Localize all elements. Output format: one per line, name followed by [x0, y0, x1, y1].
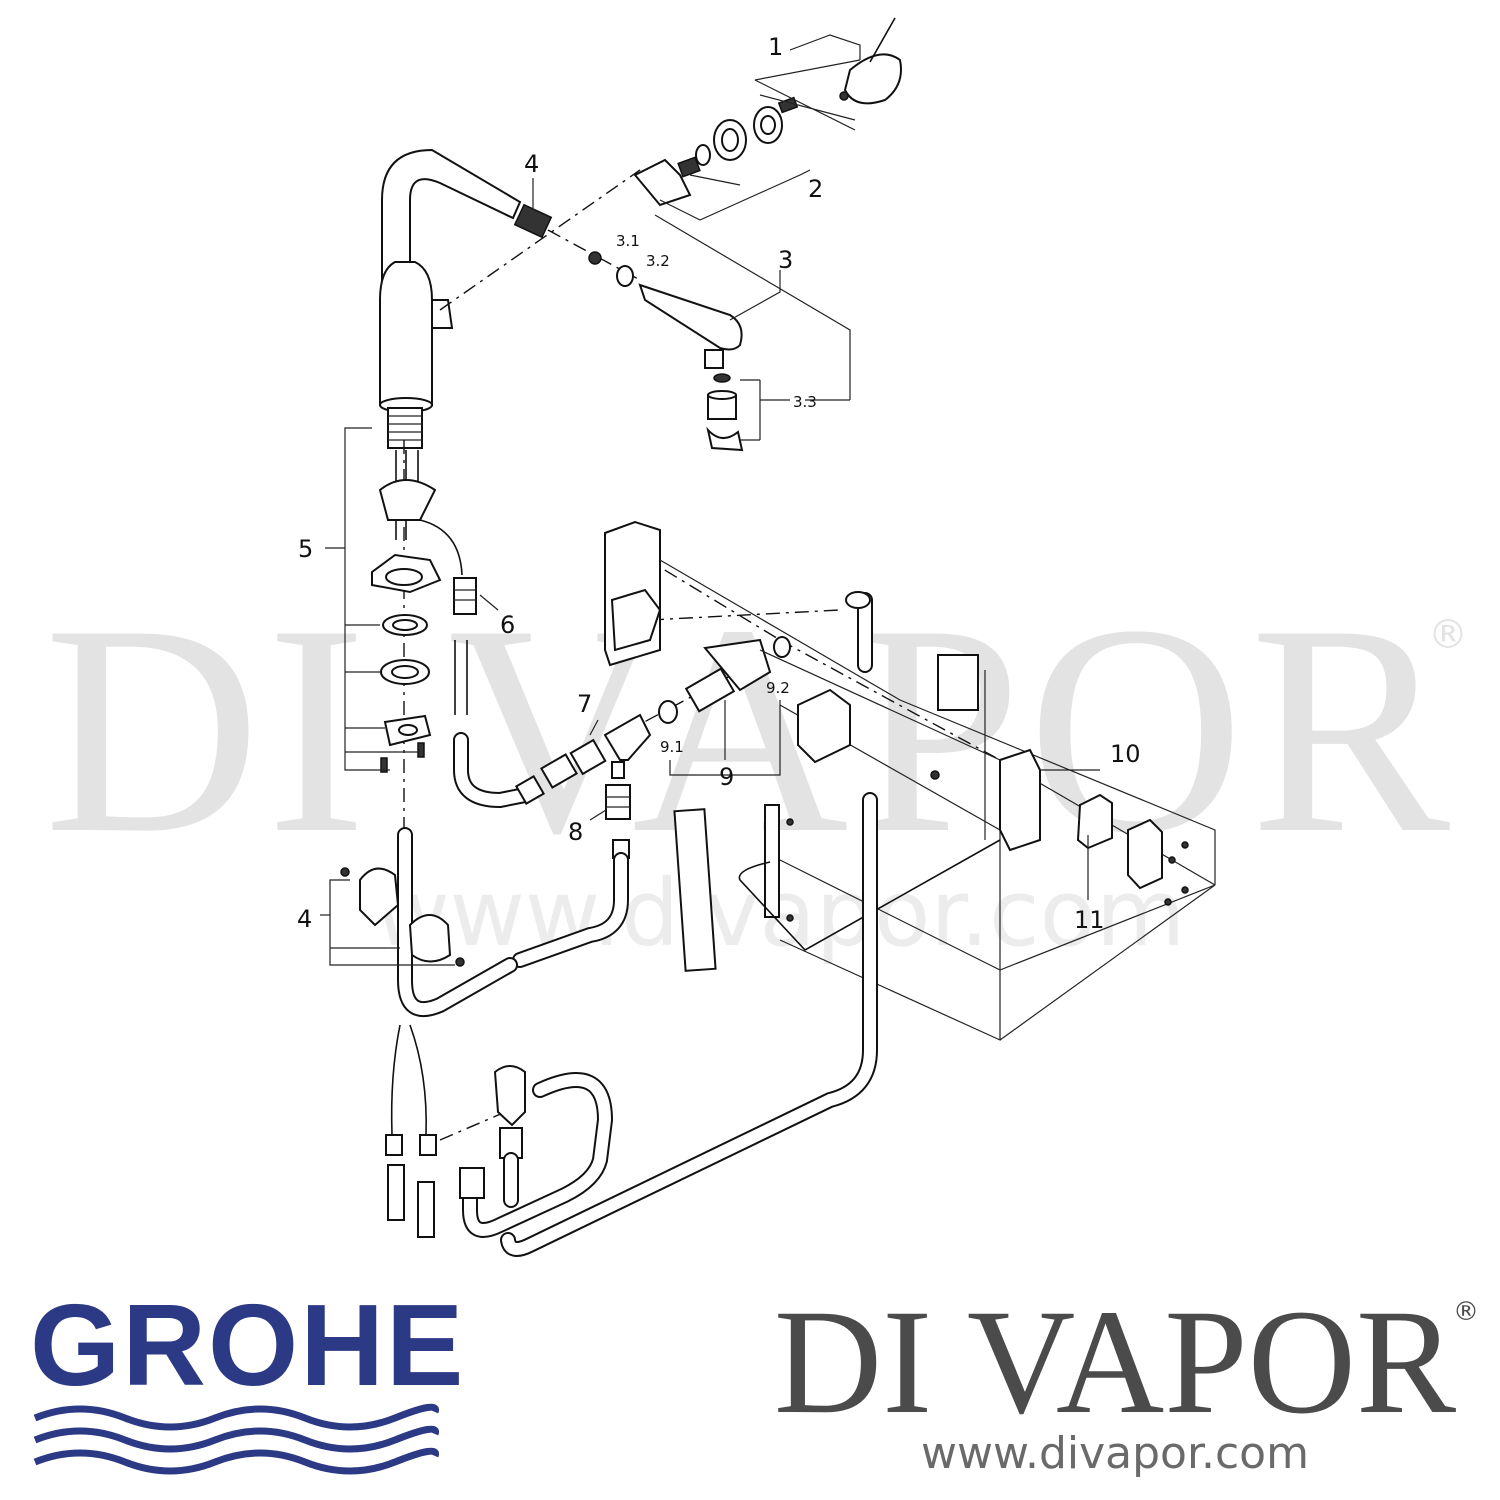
watermark-reg-mark: ®: [1428, 612, 1468, 658]
label-part-9-2: 9.2: [766, 679, 790, 697]
label-part-3-2: 3.2: [646, 252, 670, 270]
faucet-body: [379, 148, 553, 540]
label-part-3-3: 3.3: [793, 393, 817, 411]
supply-hoses-group: [385, 1024, 613, 1238]
watermark: DI VAPOR ® www.divapor.com: [44, 563, 1468, 967]
label-part-8: 8: [568, 818, 583, 846]
divapor-url: www.divapor.com: [921, 1428, 1309, 1479]
label-part-10: 10: [1110, 740, 1141, 768]
label-part-11: 11: [1074, 906, 1105, 934]
watermark-text: DI VAPOR: [44, 563, 1456, 895]
grohe-wave-1: [33, 1403, 439, 1431]
mounting-kit-group: [325, 427, 442, 773]
hose-connectors: [397, 519, 791, 1017]
hose-guide-group: [320, 867, 465, 967]
control-unit-group: [500, 520, 1216, 1257]
label-leaders: [479, 178, 607, 821]
label-part-2: 2: [808, 175, 823, 203]
divapor-logo: DI VAPOR ® www.divapor.com: [774, 1279, 1479, 1479]
label-part-5: 5: [298, 535, 313, 563]
label-part-9: 9: [719, 763, 734, 791]
label-part-4-top: 4: [524, 150, 539, 178]
label-part-7: 7: [577, 690, 592, 718]
grohe-wave-3: [33, 1447, 439, 1475]
handle-cartridge-group: [633, 17, 902, 221]
label-part-3: 3: [778, 246, 793, 274]
spray-head-group: [588, 214, 851, 452]
divapor-reg-mark: ®: [1453, 1297, 1479, 1327]
label-part-1: 1: [768, 33, 783, 61]
grohe-logo-text: GROHE: [30, 1280, 465, 1410]
label-part-3-1: 3.1: [616, 232, 640, 250]
grohe-logo: GROHE: [30, 1280, 465, 1475]
label-part-6: 6: [500, 611, 515, 639]
grohe-wave-2: [33, 1425, 439, 1453]
label-part-4-bottom: 4: [297, 905, 312, 933]
label-part-9-1: 9.1: [660, 738, 684, 756]
divapor-logo-text: DI VAPOR: [774, 1279, 1456, 1445]
part-labels: 1 2 3 3.1 3.2 3.3 4 4 5 6 7 8 9 9.1 9.2 …: [297, 33, 1141, 934]
